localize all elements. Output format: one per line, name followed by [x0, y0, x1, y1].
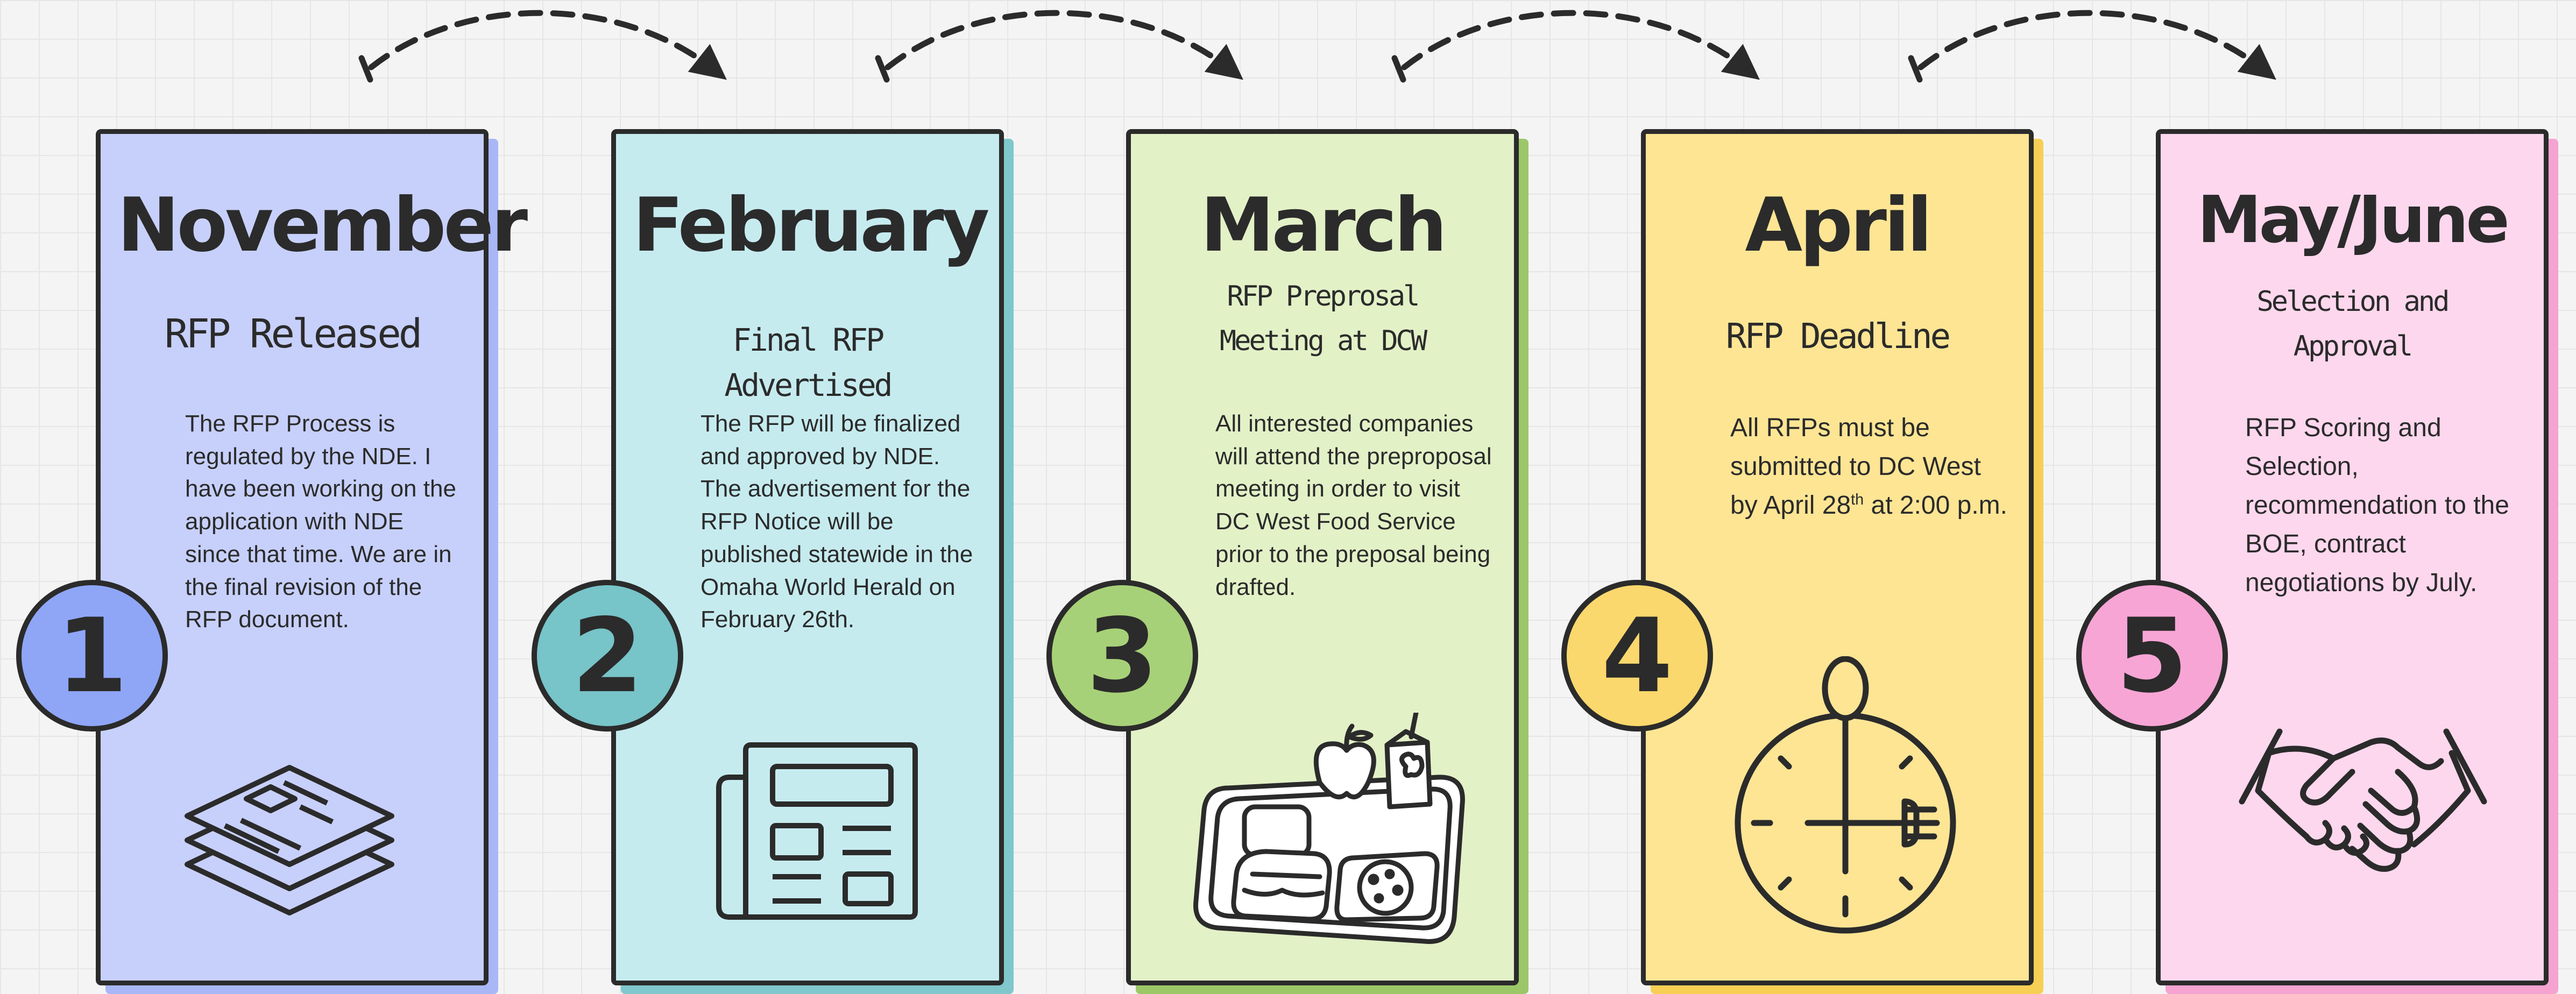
step-number-badge: 4 [1561, 580, 1713, 732]
arrow-2-to-3 [875, 10, 1243, 83]
step-subtitle: Selection and Approval [2256, 286, 2450, 363]
step-card-3: March RFP Preprosal Meeting at DCW All i… [1046, 129, 1528, 994]
step-number-badge: 5 [2076, 580, 2228, 732]
step-subtitle: Final RFP Advertised [724, 322, 893, 404]
step-number-badge: 3 [1046, 580, 1198, 732]
step-subtitle: RFP Deadline [1725, 317, 1951, 357]
arrow-4-to-5 [1908, 10, 2276, 83]
step-card-5: May/June Selection and Approval RFP Scor… [2076, 129, 2558, 994]
step-description: The RFP will be finalized and approved b… [700, 410, 973, 633]
step-card-2: February Final RFP Advertised The RFP wi… [532, 129, 1014, 994]
step-description: The RFP Process is regulated by the NDE.… [185, 410, 456, 633]
arrow-3-to-4 [1391, 10, 1760, 83]
step-month: April [1745, 182, 1932, 268]
card-panel [611, 129, 1004, 985]
step-number-badge: 1 [16, 580, 168, 732]
lunch-tray-icon [1193, 713, 1465, 944]
step-card-4: April RFP Deadline All RFPs must be subm… [1561, 129, 2043, 994]
step-month: November [117, 182, 528, 268]
step-description: All RFPs must be submitted to DC West by… [1730, 414, 2007, 520]
step-subtitle: RFP Preprosal Meeting at DCW [1219, 280, 1427, 358]
clock-spoon-fork-icon [1735, 656, 1956, 934]
step-number-badge: 2 [532, 580, 683, 732]
step-subtitle: RFP Released [164, 311, 423, 357]
step-month: March [1200, 182, 1447, 268]
arrow-1-to-2 [358, 10, 727, 83]
card-panel [1641, 129, 2034, 985]
step-card-1: November RFP Released The RFP Process is… [16, 129, 528, 994]
connector-arrows [358, 10, 2276, 83]
card-panel [2156, 129, 2549, 985]
step-month: February [633, 182, 990, 268]
stacked-documents-icon [185, 765, 394, 915]
newspaper-icon [716, 742, 918, 920]
step-month: May/June [2197, 183, 2510, 258]
step-description: All interested companies will attend the… [1215, 410, 1492, 600]
step-description: RFP Scoring and Selection, recommendatio… [2245, 414, 2509, 597]
handshake-icon [2239, 728, 2487, 872]
